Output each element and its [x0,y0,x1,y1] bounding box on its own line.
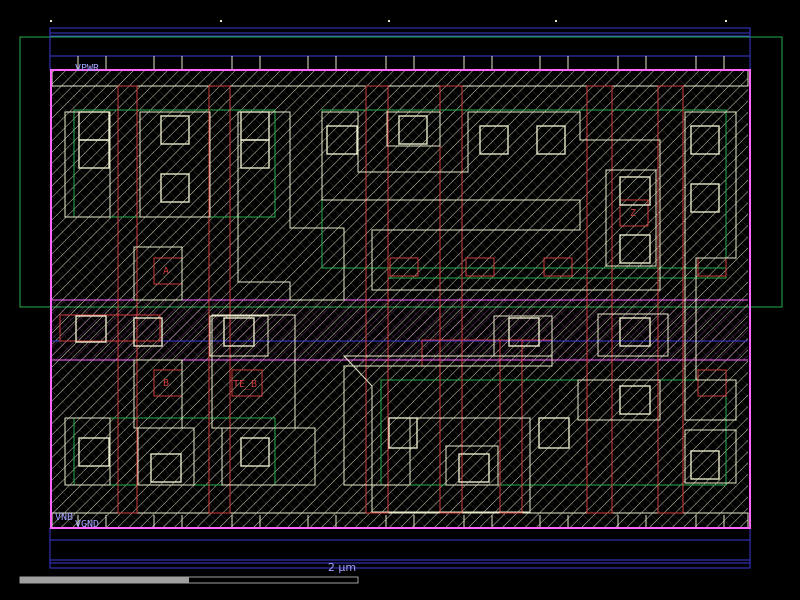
vnb-label: VNB [55,512,73,523]
vpwr-label: VPWR [75,63,100,74]
scale-bar-fill [20,577,189,583]
mid-metal-band [52,300,748,360]
contacts [75,111,720,483]
top-marker-dots [50,20,727,22]
mid-band-boxes [209,313,669,357]
pin-b-label: B [163,378,169,389]
pin-z-label: Z [630,208,636,219]
vgnd-label: VGND [75,519,99,530]
scale-label: 2 µm [328,561,356,574]
pin-a-label: A [163,266,169,277]
cell-boundary [50,69,751,529]
cell-hatch-cross [52,70,748,528]
pin-te-b-label: TE_B [233,379,257,390]
